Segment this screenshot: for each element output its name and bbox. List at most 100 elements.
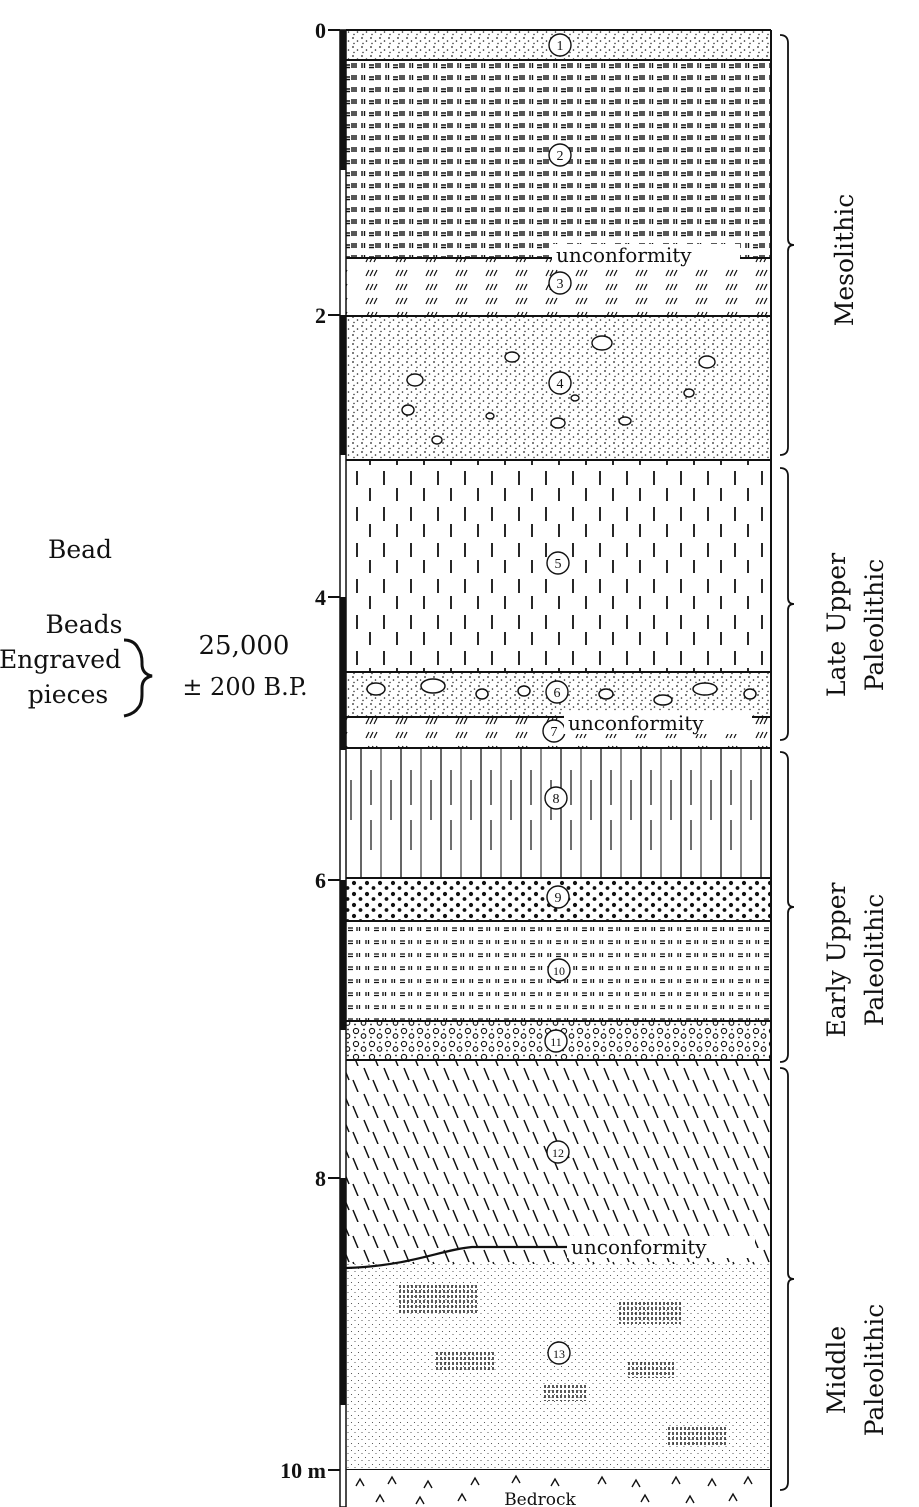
layer-number-badge: 2 (548, 143, 572, 167)
layer-number-label: 11 (550, 1035, 562, 1049)
period-brace-1 (779, 34, 795, 456)
layer-13-pattern (346, 1264, 771, 1470)
annotation-date-error: ± 200 B.P. (182, 673, 307, 701)
hatched-patch-1 (399, 1285, 477, 1315)
bedrock-chevron (597, 1475, 607, 1485)
pebble-5 (401, 404, 415, 416)
bedrock-chevron (631, 1478, 641, 1488)
annotation-bead: Bead (48, 535, 112, 564)
pebble-11 (570, 394, 580, 402)
bedrock-chevron (743, 1475, 753, 1485)
layer-number-label: 10 (553, 964, 565, 978)
bedrock-chevron (415, 1495, 425, 1505)
pebble-7 (618, 416, 632, 426)
scale-bar-segment-2 (340, 315, 346, 455)
layer-4 (346, 316, 771, 460)
pebble-1 (406, 373, 424, 387)
layer-number-label: 6 (554, 686, 561, 701)
layer-number-circle (546, 551, 570, 575)
bedrock-chevron (470, 1476, 480, 1486)
cobble-3 (475, 688, 489, 700)
period-label-line2: Paleolithic (860, 1304, 889, 1437)
hatched-patch-4 (628, 1362, 674, 1378)
layer-number-circle (547, 958, 571, 982)
layer-number-badge: 10 (547, 958, 571, 982)
pebble-6 (550, 417, 566, 429)
layer-number-badge: 1 (548, 33, 572, 57)
bedrock-label: Bedrock (504, 1490, 576, 1507)
layer-number-circle (548, 143, 572, 167)
layer-13 (346, 1264, 771, 1470)
layer-number-label: 4 (557, 377, 564, 392)
hatched-patch-5 (544, 1385, 586, 1401)
layer-number-badge: 5 (546, 551, 570, 575)
layer-8-pattern (346, 748, 771, 878)
period-label: Mesolithic (830, 194, 859, 326)
layer-number-circle (544, 1029, 568, 1053)
pebble-10 (485, 412, 495, 420)
bedrock-chevron (375, 1493, 385, 1503)
scale-tick-label: 6 (315, 868, 326, 893)
period-label-line2: Paleolithic (860, 894, 889, 1027)
pebble-2 (504, 351, 520, 363)
bedrock-chevron (640, 1493, 650, 1503)
unconformity-label-bg (564, 712, 752, 734)
bedrock-chevron (457, 1492, 467, 1502)
unconformity-label-bg (552, 244, 740, 266)
pebble-9 (431, 435, 443, 445)
unconformity-label: unconformity (556, 243, 692, 267)
cobble-2 (420, 678, 446, 694)
period-label-line1: Late Upper (822, 553, 851, 697)
pebble-3 (591, 335, 613, 351)
layer-number-circle (545, 680, 569, 704)
period-label-line2: Paleolithic (860, 559, 889, 692)
scale-tick-label: 2 (315, 303, 326, 328)
unconformity-line-12-13 (345, 1245, 570, 1270)
bedrock-chevron (355, 1477, 365, 1487)
layer-number-badge: 4 (548, 371, 572, 395)
bedrock-chevron (707, 1477, 717, 1487)
layer-number-circle (548, 271, 572, 295)
annotation-date-value: 25,000 (199, 631, 290, 661)
hatched-patch-3 (436, 1352, 494, 1372)
layer-number-circle (546, 1140, 570, 1164)
scale-bar-segment-5 (340, 1178, 346, 1405)
pebble-8 (683, 388, 695, 398)
scale-tick-label: 4 (315, 585, 326, 610)
layer-number-circle (548, 371, 572, 395)
scale-bar-segment-1 (340, 30, 346, 170)
hatched-patch-2 (619, 1302, 681, 1324)
layer-number-badge: 13 (547, 1341, 571, 1365)
cobble-1 (366, 682, 386, 696)
layer-number-badge: 8 (544, 786, 568, 810)
bedrock-chevron (511, 1474, 521, 1484)
scale-tick-label: 10 m (280, 1458, 326, 1483)
layer-number-circle (546, 885, 570, 909)
period-label-line1: Early Upper (822, 882, 851, 1037)
layer-number-badge: 12 (546, 1140, 570, 1164)
layer-number-badge: 9 (546, 885, 570, 909)
layer-number-badge: 7 (542, 719, 566, 743)
layer-number-badge: 11 (544, 1029, 568, 1053)
layer-2 (346, 60, 771, 258)
scale-bar-segment-4 (340, 880, 346, 1030)
bedrock-chevron (685, 1494, 695, 1504)
scale-bar-segment-3 (340, 597, 346, 750)
layer-number-label: 13 (553, 1347, 565, 1361)
layer-number-label: 2 (557, 149, 564, 164)
unconformity-label: unconformity (571, 1235, 707, 1259)
bedrock-label-bg (498, 1488, 582, 1507)
period-brace-3 (779, 751, 795, 1063)
layer-number-label: 3 (557, 277, 564, 292)
unconformity-label-bg (567, 1236, 755, 1258)
cobble-5 (598, 688, 614, 700)
layer-number-label: 12 (552, 1146, 564, 1160)
unconformity-label: unconformity (568, 711, 704, 735)
hatched-patch-6 (668, 1427, 726, 1447)
annotation-brace (123, 638, 153, 718)
bedrock-chevron (550, 1477, 560, 1487)
layer-8 (346, 748, 771, 878)
period-brace-4 (779, 1067, 795, 1491)
layer-number-circle (544, 786, 568, 810)
